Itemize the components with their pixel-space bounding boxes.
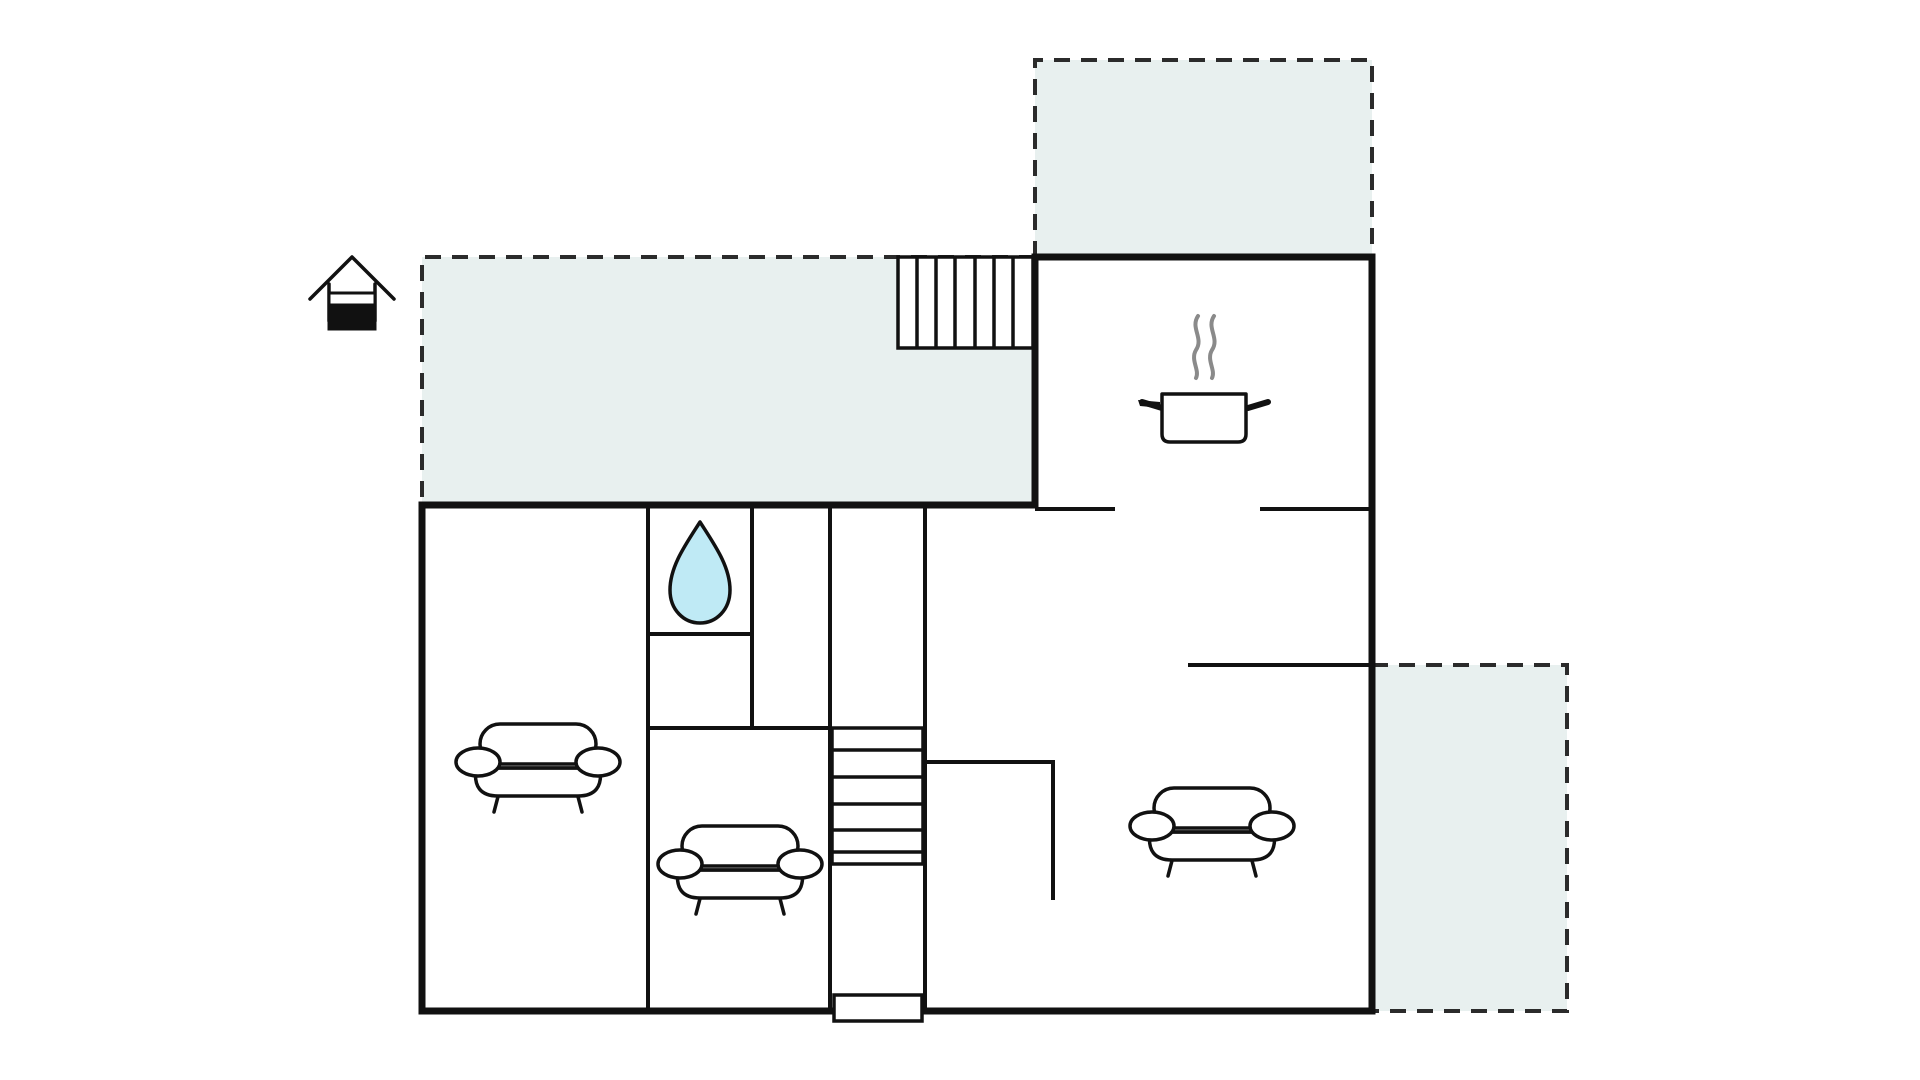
terrace-top-right	[1033, 58, 1374, 257]
exterior-wall	[418, 253, 1376, 1015]
wall-l-shape	[925, 760, 1055, 900]
water-drop-icon	[668, 520, 732, 625]
sofa-icon	[656, 824, 824, 916]
indoor-staircase	[830, 726, 925, 1023]
cooking-pot-icon	[1138, 314, 1271, 444]
sofa-icon	[1128, 786, 1296, 878]
sofa-icon	[454, 722, 622, 814]
well-icon	[308, 255, 396, 331]
terrace-right-fill	[1372, 665, 1567, 1011]
exterior-walls	[418, 253, 1376, 1015]
terraces	[420, 58, 1569, 1013]
outdoor-steps-outline	[896, 255, 1035, 350]
terrace-top-right-fill	[1035, 60, 1372, 257]
doorstep	[832, 993, 924, 1023]
outdoor-steps	[896, 255, 1035, 350]
interior-walls	[646, 505, 1372, 1011]
